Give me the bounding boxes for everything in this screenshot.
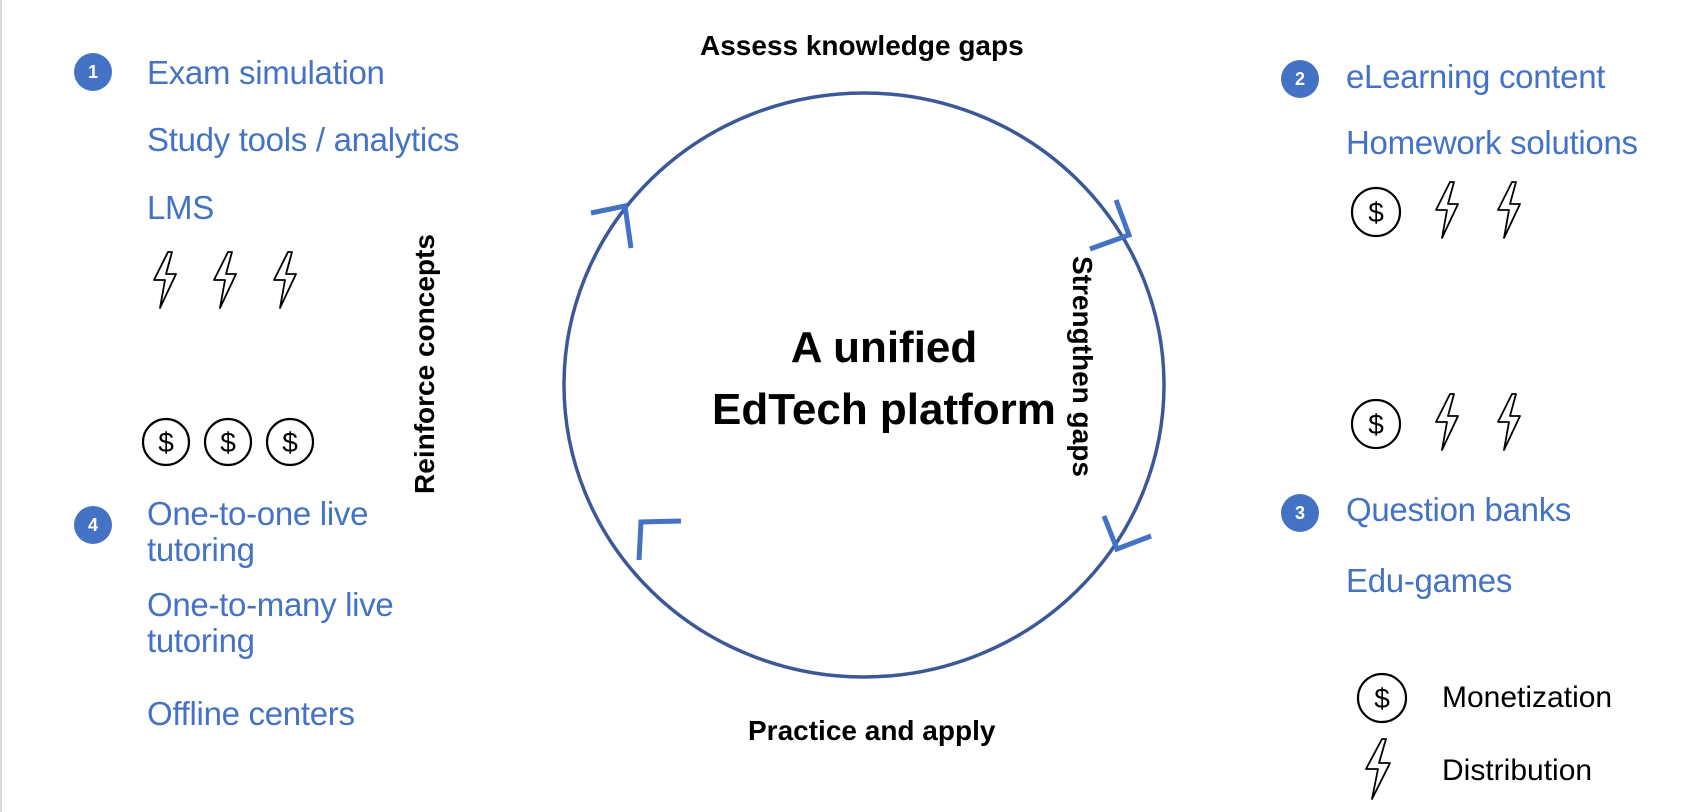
dollar-circle-icon: $: [265, 417, 315, 467]
center-title-line2: EdTech platform: [712, 385, 1056, 434]
group-4-monetization-icons: $ $ $: [141, 417, 315, 467]
group-2-icons: $: [1350, 181, 1521, 239]
group-4-item-one-to-many: One-to-many live tutoring: [147, 586, 394, 659]
cycle-label-bottom: Practice and apply: [748, 715, 996, 746]
group-3-item-edu-games: Edu-games: [1346, 562, 1513, 599]
group-3-icons: $: [1350, 393, 1521, 451]
lightning-bolt-icon: [1497, 393, 1521, 451]
group-3-badge: 3: [1281, 494, 1319, 532]
cycle-circle: [562, 91, 1166, 679]
cycle-arrow-bottom-right: [1101, 515, 1152, 553]
svg-text:$: $: [1368, 197, 1384, 228]
dollar-circle-icon: $: [1350, 186, 1402, 238]
group-1-badge: 1: [74, 53, 112, 91]
cycle-label-top: Assess knowledge gaps: [700, 30, 1024, 61]
lightning-bolt-icon: [1435, 181, 1459, 239]
group-1-distribution-icons: [153, 251, 297, 309]
legend-dollar-circle-icon: $: [1356, 672, 1408, 724]
group-2-item-homework-solutions: Homework solutions: [1346, 124, 1638, 161]
dollar-circle-icon: $: [141, 417, 191, 467]
legend-lightning-bolt-icon: [1365, 738, 1391, 800]
group-2-item-elearning-content: eLearning content: [1346, 58, 1606, 95]
group-4-badge: 4: [74, 506, 112, 544]
dollar-circle-icon: $: [1350, 398, 1402, 450]
dollar-circle-icon: $: [203, 417, 253, 467]
svg-text:$: $: [1368, 409, 1384, 440]
lightning-bolt-icon: [1497, 181, 1521, 239]
lightning-bolt-icon: [1435, 393, 1459, 451]
lightning-bolt-icon: [213, 251, 237, 309]
center-title-line1: A unified: [790, 323, 978, 372]
page-left-border: [0, 0, 2, 812]
legend-distribution-label: Distribution: [1442, 754, 1593, 787]
svg-text:$: $: [158, 427, 174, 458]
lightning-bolt-icon: [153, 251, 177, 309]
cycle-arrow-top-left: [590, 203, 634, 249]
legend-monetization-label: Monetization: [1442, 681, 1613, 714]
svg-text:$: $: [220, 427, 236, 458]
cycle-label-left: Reinforce concepts: [409, 234, 440, 494]
group-2-badge: 2: [1281, 60, 1319, 98]
svg-text:$: $: [282, 427, 298, 458]
svg-text:$: $: [1374, 683, 1390, 714]
group-4-item-offline-centers: Offline centers: [147, 695, 355, 732]
cycle-diagram: [562, 91, 1166, 679]
group-1-item-lms: LMS: [147, 189, 214, 226]
group-4-item-one-to-one: One-to-one live tutoring: [147, 495, 369, 568]
cycle-arrow-bottom-left: [636, 518, 682, 561]
group-3-item-question-banks: Question banks: [1346, 491, 1572, 528]
cycle-arrow-top-right: [1089, 199, 1133, 252]
lightning-bolt-icon: [273, 251, 297, 309]
group-1-item-exam-simulation: Exam simulation: [147, 54, 385, 91]
group-1-item-study-tools: Study tools / analytics: [147, 121, 460, 158]
